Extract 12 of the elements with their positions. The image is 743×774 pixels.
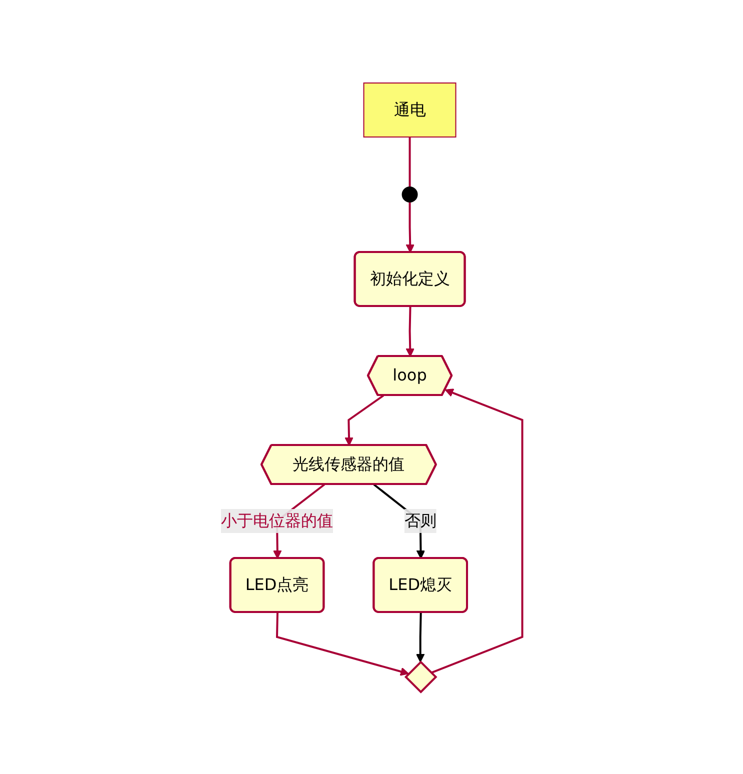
- arrow: [406, 306, 414, 356]
- node-circle: [402, 186, 418, 202]
- edge-label: 小于电位器的值: [220, 510, 333, 530]
- node-diamond: [404, 660, 438, 693]
- arrow: [430, 388, 524, 674]
- arrow: [406, 202, 414, 252]
- connector: [408, 136, 411, 186]
- arrow: [416, 612, 425, 662]
- arrow: [276, 612, 409, 676]
- arrow: [344, 394, 384, 446]
- node-box: 通电: [363, 82, 456, 137]
- edge-label: 否则: [404, 510, 436, 530]
